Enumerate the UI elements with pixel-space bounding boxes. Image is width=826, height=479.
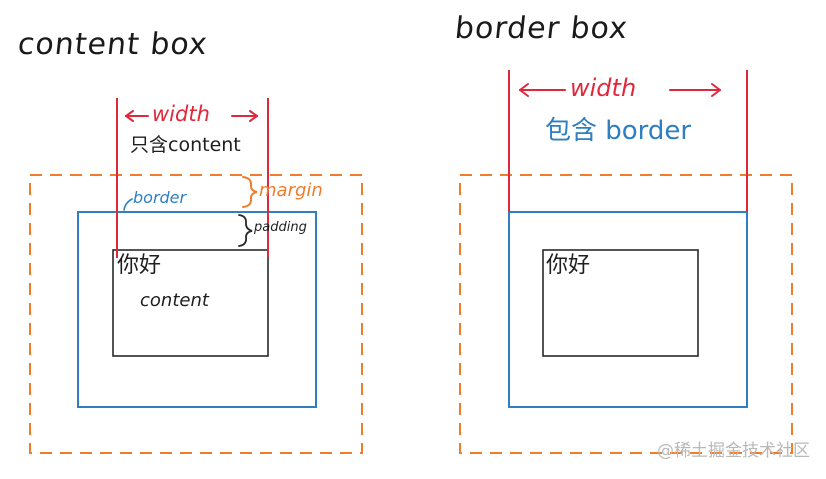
margin-label: margin <box>259 180 323 201</box>
content-label: content <box>140 290 209 311</box>
left-content-box <box>112 249 269 357</box>
right-width-label: width <box>570 74 637 102</box>
padding-brace-icon <box>238 214 253 247</box>
border-label: border <box>133 188 187 207</box>
right-content-box <box>542 249 699 357</box>
right-width-note: 包含 border <box>545 116 692 146</box>
border-pointer-icon <box>123 198 133 211</box>
left-margin-box <box>29 174 363 454</box>
right-inner-text: 你好 <box>546 253 591 278</box>
right-margin-box <box>459 174 793 454</box>
left-width-label: width <box>152 102 210 126</box>
right-title: border box <box>453 11 630 46</box>
left-title: content box <box>16 27 210 62</box>
left-inner-text: 你好 <box>117 253 162 278</box>
right-border-box <box>508 211 748 408</box>
watermark: @稀土掘金技术社区 <box>657 441 810 461</box>
margin-brace-icon <box>242 176 258 208</box>
left-border-box <box>77 211 317 408</box>
left-width-arrow <box>125 110 258 122</box>
padding-label: padding <box>254 220 307 235</box>
left-width-note: 只含content <box>130 134 241 156</box>
right-width-arrow <box>519 83 721 97</box>
